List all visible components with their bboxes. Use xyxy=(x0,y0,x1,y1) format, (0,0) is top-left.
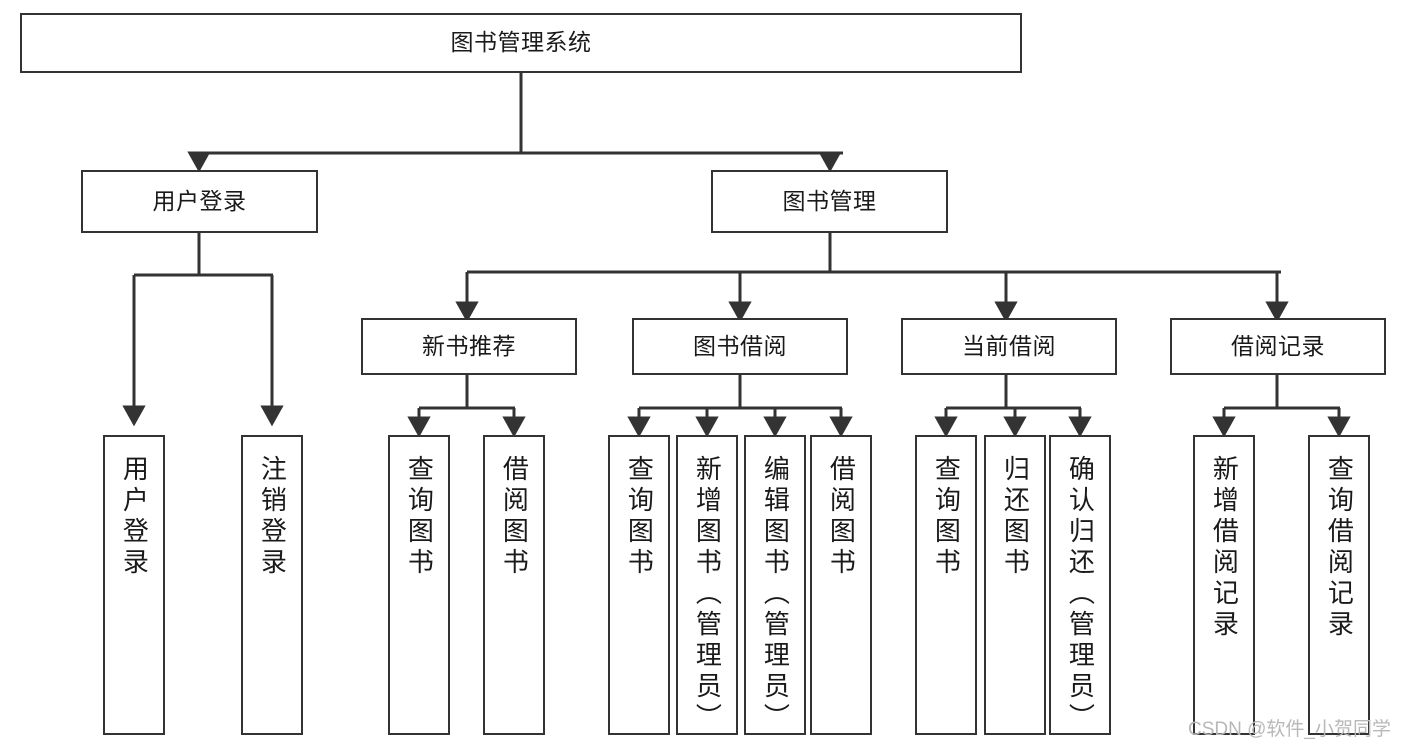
node-leaf-add-record[interactable]: 新增借阅记录 xyxy=(1193,435,1255,735)
node-leaf-borrow-book-2-label: 借阅图书 xyxy=(826,455,857,579)
node-leaf-edit-book-label: 编辑图书（管理员） xyxy=(760,455,791,734)
node-book-borrow-label: 图书借阅 xyxy=(693,332,787,359)
node-root[interactable]: 图书管理系统 xyxy=(20,13,1022,73)
node-book-manage[interactable]: 图书管理 xyxy=(711,170,948,233)
node-leaf-query-book-2-label: 查询图书 xyxy=(624,455,655,579)
node-leaf-borrow-book-1[interactable]: 借阅图书 xyxy=(483,435,545,735)
node-leaf-add-record-label: 新增借阅记录 xyxy=(1209,455,1240,641)
node-leaf-return-book[interactable]: 归还图书 xyxy=(984,435,1046,735)
node-leaf-logout-label: 注销登录 xyxy=(257,455,288,579)
node-leaf-query-book-3-label: 查询图书 xyxy=(931,455,962,579)
node-leaf-borrow-book-1-label: 借阅图书 xyxy=(499,455,530,579)
node-user-login[interactable]: 用户登录 xyxy=(81,170,318,233)
node-new-book-recommend[interactable]: 新书推荐 xyxy=(361,318,577,375)
node-leaf-add-book[interactable]: 新增图书（管理员） xyxy=(676,435,738,735)
node-leaf-edit-book[interactable]: 编辑图书（管理员） xyxy=(744,435,806,735)
node-root-label: 图书管理系统 xyxy=(450,29,592,56)
node-leaf-query-book-2[interactable]: 查询图书 xyxy=(608,435,670,735)
node-leaf-confirm-return-label: 确认归还（管理员） xyxy=(1065,455,1096,734)
node-leaf-user-login[interactable]: 用户登录 xyxy=(103,435,165,735)
node-leaf-return-book-label: 归还图书 xyxy=(1000,455,1031,579)
node-current-borrow-label: 当前借阅 xyxy=(962,332,1056,359)
node-borrow-record-label: 借阅记录 xyxy=(1231,332,1325,359)
node-borrow-record[interactable]: 借阅记录 xyxy=(1170,318,1386,375)
node-book-manage-label: 图书管理 xyxy=(782,187,877,214)
node-leaf-query-book-3[interactable]: 查询图书 xyxy=(915,435,977,735)
node-leaf-query-book-1[interactable]: 查询图书 xyxy=(388,435,450,735)
node-leaf-borrow-book-2[interactable]: 借阅图书 xyxy=(810,435,872,735)
node-leaf-query-book-1-label: 查询图书 xyxy=(404,455,435,579)
node-leaf-logout[interactable]: 注销登录 xyxy=(241,435,303,735)
node-leaf-confirm-return[interactable]: 确认归还（管理员） xyxy=(1049,435,1111,735)
node-leaf-add-book-label: 新增图书（管理员） xyxy=(692,455,723,734)
node-leaf-query-record[interactable]: 查询借阅记录 xyxy=(1308,435,1370,735)
node-leaf-query-record-label: 查询借阅记录 xyxy=(1324,455,1355,641)
node-book-borrow[interactable]: 图书借阅 xyxy=(632,318,848,375)
node-new-book-recommend-label: 新书推荐 xyxy=(422,332,516,359)
node-user-login-label: 用户登录 xyxy=(152,187,247,214)
node-current-borrow[interactable]: 当前借阅 xyxy=(901,318,1117,375)
node-leaf-user-login-label: 用户登录 xyxy=(119,455,150,579)
